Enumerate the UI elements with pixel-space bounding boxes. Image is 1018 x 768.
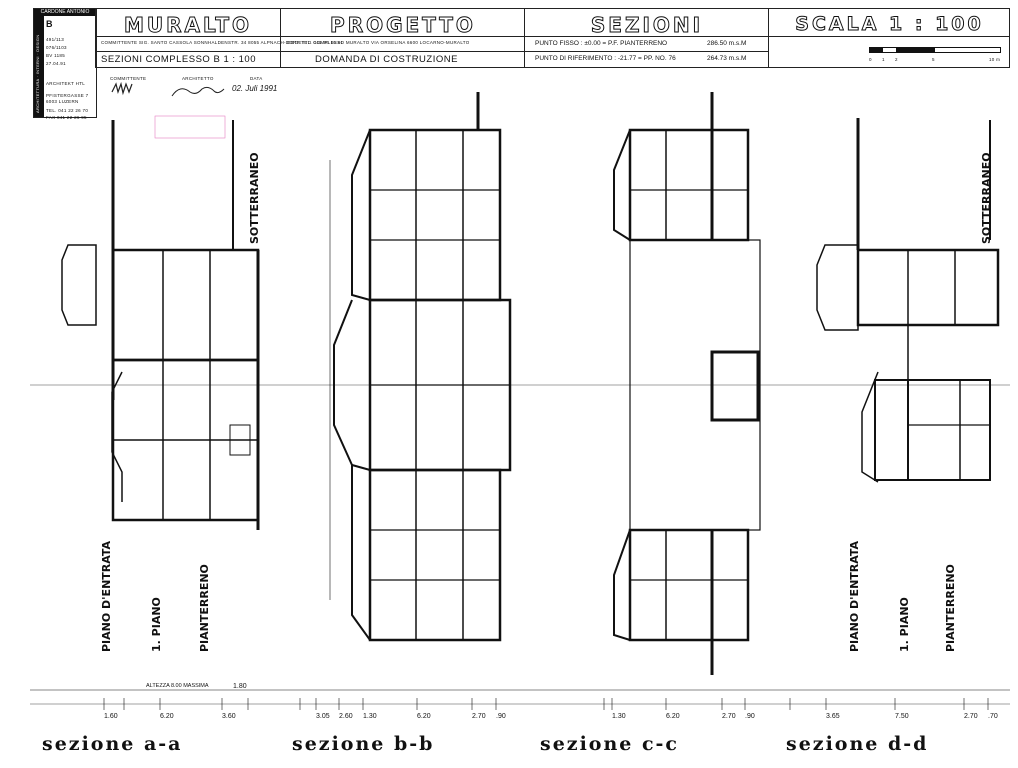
- architect-tel: TEL. 041 22 26 70: [46, 108, 89, 113]
- drawing-type: SEZIONI: [590, 13, 704, 38]
- dim-a-2: 6.20: [160, 713, 174, 720]
- d-block-mid: [907, 379, 991, 481]
- dim-d-3: 2.70: [964, 713, 978, 720]
- data-label: DATA: [250, 76, 263, 81]
- sub-mid: DOMANDA DI COSTRUZIONE: [315, 54, 458, 65]
- cell-scala: SCALA 1 : 100 0 1 2 5 10 m: [768, 9, 1010, 67]
- d-block-top: [856, 248, 1000, 327]
- punto-fisso: PUNTO FISSO : ±0.00 = P.F. PIANTERRENO: [535, 40, 668, 47]
- ref-1: 491/113: [46, 37, 65, 42]
- dim-d-2: 7.50: [895, 713, 909, 720]
- signature-date: 02. Juli 1991: [232, 84, 278, 93]
- label-d-piano-entrata: PIANO D'ENTRATA: [848, 540, 861, 652]
- architect-address-1: PFISTERGASSE 7: [46, 93, 89, 98]
- dim-d-4: .70: [988, 713, 998, 720]
- dim-b-5: 2.70: [472, 713, 486, 720]
- dim-b-2: 2.60: [339, 713, 353, 720]
- firm-letter: B: [46, 19, 53, 29]
- architetto-label: ARCHITETTO: [182, 76, 214, 81]
- c-roof-bot: [613, 529, 631, 641]
- dim-c-3: 2.70: [722, 713, 736, 720]
- scale-tick-1: 1: [882, 57, 885, 62]
- label-d-pianterreno: PIANTERRENO: [944, 564, 957, 652]
- c-block-bot: [628, 528, 750, 642]
- label-d-1-piano: 1. PIANO: [898, 597, 911, 652]
- dim-b-6: .90: [496, 713, 506, 720]
- dim-a-4: ALTEZZA 8.00 MASSIMA: [146, 683, 209, 689]
- b-roof-bot: [351, 463, 371, 641]
- c-block-top: [628, 128, 750, 242]
- firm-name: CARDONE ANTONIO: [34, 9, 96, 16]
- section-title-b: sezione b-b: [292, 733, 435, 755]
- a-entrance-canopy: [61, 244, 97, 326]
- b-block-top: [368, 128, 502, 302]
- d-entrance-canopy: [816, 244, 859, 331]
- drawing-kind: PROGETTO: [330, 13, 476, 38]
- section-title-a: sezione a-a: [42, 733, 183, 755]
- c-stair-core: [710, 350, 760, 422]
- dim-a-5: 1.80: [233, 683, 247, 690]
- sub-left: SEZIONI COMPLESSO B 1 : 100: [101, 54, 256, 65]
- scale-tick-5: 5: [932, 57, 935, 62]
- scale-tick-10: 10 m: [989, 57, 1001, 62]
- b-block-bot: [368, 468, 502, 642]
- committente-label: COMMITTENTE: [110, 76, 147, 81]
- a-roof-profile: [111, 371, 123, 502]
- oggetto-info: OGGETTO COMPLESSO MURALTO VIA ORSELINA 6…: [287, 40, 470, 45]
- a-block-upper: [111, 248, 260, 362]
- b-roof-mid: [333, 299, 353, 466]
- label-a-1-piano: 1. PIANO: [150, 597, 163, 652]
- dim-b-1: 3.05: [316, 713, 330, 720]
- c-roof-top: [613, 129, 631, 241]
- scale-tick-0: 0: [869, 57, 872, 62]
- firm-side-band: [34, 16, 44, 117]
- label-a-pianterreno: PIANTERRENO: [198, 564, 211, 652]
- cell-progetto: PROGETTO OGGETTO COMPLESSO MURALTO VIA O…: [280, 9, 525, 67]
- ref-2: 076/1103: [46, 45, 67, 50]
- label-a-sotterraneo: SOTTERRANEO: [248, 152, 261, 244]
- dim-a-1: 1.60: [104, 713, 118, 720]
- dim-b-4: 6.20: [417, 713, 431, 720]
- cell-sezioni: SEZIONI PUNTO FISSO : ±0.00 = P.F. PIANT…: [524, 9, 769, 67]
- scale-tick-2: 2: [895, 57, 898, 62]
- b-roof-top: [351, 129, 371, 301]
- architect-address-2: 6003 LUZERN: [46, 99, 79, 104]
- ref-3: BV 1185: [46, 53, 66, 58]
- d-block-left: [874, 379, 909, 481]
- scale-bar: [869, 47, 1001, 53]
- title-block: MURALTO COMMITTENTE SIG. SANTO CASSOLA S…: [95, 8, 1010, 68]
- label-d-sotterraneo: SOTTERRANEO: [980, 152, 993, 244]
- punto-riferimento: PUNTO DI RIFERIMENTO : -21.77 = PP. NO. …: [535, 55, 676, 62]
- label-a-piano-entrata: PIANO D'ENTRATA: [100, 540, 113, 652]
- project-name: MURALTO: [123, 13, 253, 38]
- scale-title: SCALA 1 : 100: [795, 13, 984, 36]
- punto-riferimento-value: 264.73 m.s.M: [707, 55, 747, 62]
- dim-d-1: 3.65: [826, 713, 840, 720]
- dim-a-3: 3.60: [222, 713, 236, 720]
- section-title-d: sezione d-d: [786, 733, 929, 755]
- architect-label: ARCHITEKT HTL: [46, 81, 86, 86]
- a-stair: [229, 424, 251, 456]
- ref-4: 27.04.91: [46, 61, 66, 66]
- committente-info: COMMITTENTE SIG. SANTO CASSOLA SONNHALDE…: [101, 40, 344, 45]
- dim-c-1: 1.30: [612, 713, 626, 720]
- architect-fax: FAX 041 22 26 95: [46, 115, 87, 120]
- d-roof-profile: [861, 371, 879, 483]
- dim-c-2: 6.20: [666, 713, 680, 720]
- section-title-c: sezione c-c: [540, 733, 680, 755]
- punto-fisso-value: 286.50 m.s.M: [707, 40, 747, 47]
- cell-project: MURALTO COMMITTENTE SIG. SANTO CASSOLA S…: [96, 9, 343, 67]
- dim-b-3: 1.30: [363, 713, 377, 720]
- dim-c-4: .90: [745, 713, 755, 720]
- firm-logo-block: CARDONE ANTONIO B 491/113 076/1103 BV 11…: [33, 8, 97, 120]
